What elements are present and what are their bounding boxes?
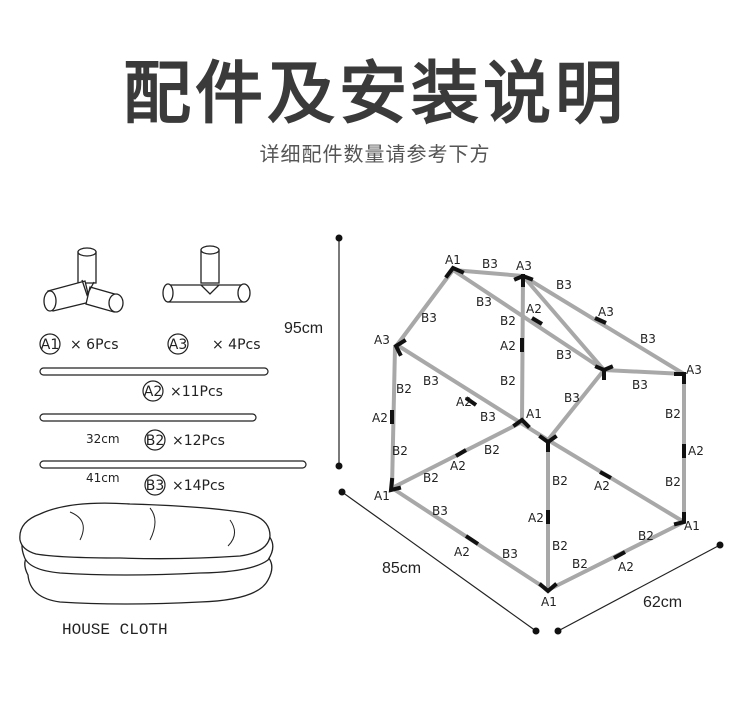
svg-text:B2: B2 [638, 529, 654, 543]
svg-text:B2: B2 [500, 314, 516, 328]
a3-quantity: A3 × 4Pcs [167, 333, 261, 355]
svg-text:B2: B2 [396, 382, 412, 396]
svg-text:A1: A1 [374, 489, 390, 503]
svg-text:A3: A3 [374, 333, 390, 347]
svg-text:B3: B3 [556, 348, 572, 362]
a3-connector-icon [162, 245, 251, 303]
svg-text:×14Pcs: ×14Pcs [172, 478, 225, 494]
svg-text:A2: A2 [688, 444, 704, 458]
joint-a3-mid [594, 364, 614, 380]
b3-quantity: B3 ×14Pcs [144, 474, 225, 496]
svg-text:B3: B3 [564, 391, 580, 405]
svg-text:× 4Pcs: × 4Pcs [212, 337, 261, 353]
b2-length: 32cm [86, 432, 120, 446]
svg-text:B3: B3 [640, 332, 656, 346]
b3-length: 41cm [86, 471, 120, 485]
svg-text:B2: B2 [552, 474, 568, 488]
svg-text:A2: A2 [526, 302, 542, 316]
svg-text:B3: B3 [421, 311, 437, 325]
svg-text:B3: B3 [432, 504, 448, 518]
svg-text:62cm: 62cm [643, 594, 682, 611]
house-cloth-label: HOUSE CLOTH [62, 621, 168, 639]
svg-text:B2: B2 [552, 539, 568, 553]
svg-text:A2: A2 [618, 560, 634, 574]
svg-text:B3: B3 [482, 257, 498, 271]
svg-text:A3: A3 [598, 305, 614, 319]
svg-text:A1: A1 [541, 595, 557, 609]
frame-poles [390, 268, 686, 592]
svg-text:B3: B3 [423, 374, 439, 388]
svg-text:A2: A2 [144, 384, 162, 400]
joint-a1-top [444, 265, 465, 279]
svg-text:B2: B2 [665, 475, 681, 489]
svg-text:B3: B3 [476, 295, 492, 309]
svg-text:A1: A1 [41, 337, 59, 353]
svg-text:B3: B3 [502, 547, 518, 561]
height-dimension: 95cm [284, 234, 343, 470]
svg-text:A2: A2 [500, 339, 516, 353]
svg-text:B2: B2 [484, 443, 500, 457]
svg-text:95cm: 95cm [284, 320, 323, 337]
joint-a1-center [512, 417, 531, 429]
svg-text:85cm: 85cm [382, 560, 421, 577]
svg-text:B3: B3 [480, 410, 496, 424]
a2-quantity: A2 ×11Pcs [142, 380, 223, 402]
a1-connector-icon [43, 247, 124, 313]
joint-a1-right [673, 512, 686, 527]
svg-text:B3: B3 [146, 478, 165, 494]
page-subtitle: 详细配件数量请参考下方 [259, 142, 491, 166]
svg-text:A1: A1 [684, 519, 700, 533]
svg-text:B2: B2 [146, 433, 165, 449]
length-dimension: 85cm [338, 488, 540, 635]
joint-a1-bottom [538, 582, 558, 594]
svg-text:B2: B2 [500, 374, 516, 388]
svg-text:B3: B3 [632, 378, 648, 392]
svg-text:A2: A2 [456, 395, 472, 409]
a2-pole [39, 367, 269, 376]
joint-a1-left [388, 477, 402, 493]
joint-a3-right [674, 372, 686, 384]
frame-a2-sleeves [390, 316, 686, 560]
svg-text:B2: B2 [665, 407, 681, 421]
joint-y-center [538, 434, 558, 452]
b3-pole [39, 460, 307, 469]
svg-text:A1: A1 [526, 407, 542, 421]
svg-text:× 6Pcs: × 6Pcs [70, 337, 119, 353]
joint-a3-left [393, 338, 407, 357]
svg-text:B2: B2 [392, 444, 408, 458]
svg-text:×12Pcs: ×12Pcs [172, 433, 225, 449]
a1-quantity: A1 × 6Pcs [39, 333, 119, 355]
b2-pole [39, 413, 257, 422]
svg-text:A2: A2 [594, 479, 610, 493]
svg-text:A2: A2 [450, 459, 466, 473]
svg-text:A3: A3 [169, 337, 187, 353]
page-title: 配件及安装说明 [122, 55, 627, 134]
width-dimension: 62cm [554, 541, 724, 635]
svg-text:A3: A3 [686, 363, 702, 377]
svg-text:B2: B2 [423, 471, 439, 485]
svg-text:A2: A2 [454, 545, 470, 559]
svg-text:B2: B2 [572, 557, 588, 571]
frame-joints [388, 265, 686, 594]
b2-quantity: B2 ×12Pcs [144, 429, 225, 451]
svg-text:A1: A1 [445, 253, 461, 267]
svg-text:×11Pcs: ×11Pcs [170, 384, 223, 400]
svg-text:A3: A3 [516, 259, 532, 273]
house-cloth-icon [19, 502, 274, 605]
frame-labels: A1 B3 A3 B3 B3 A2 A3 B3 B2 A3 B3 A2 B3 A… [372, 253, 704, 609]
joint-a3-top [513, 273, 534, 287]
svg-text:A2: A2 [372, 411, 388, 425]
svg-text:A2: A2 [528, 511, 544, 525]
svg-text:B3: B3 [556, 278, 572, 292]
